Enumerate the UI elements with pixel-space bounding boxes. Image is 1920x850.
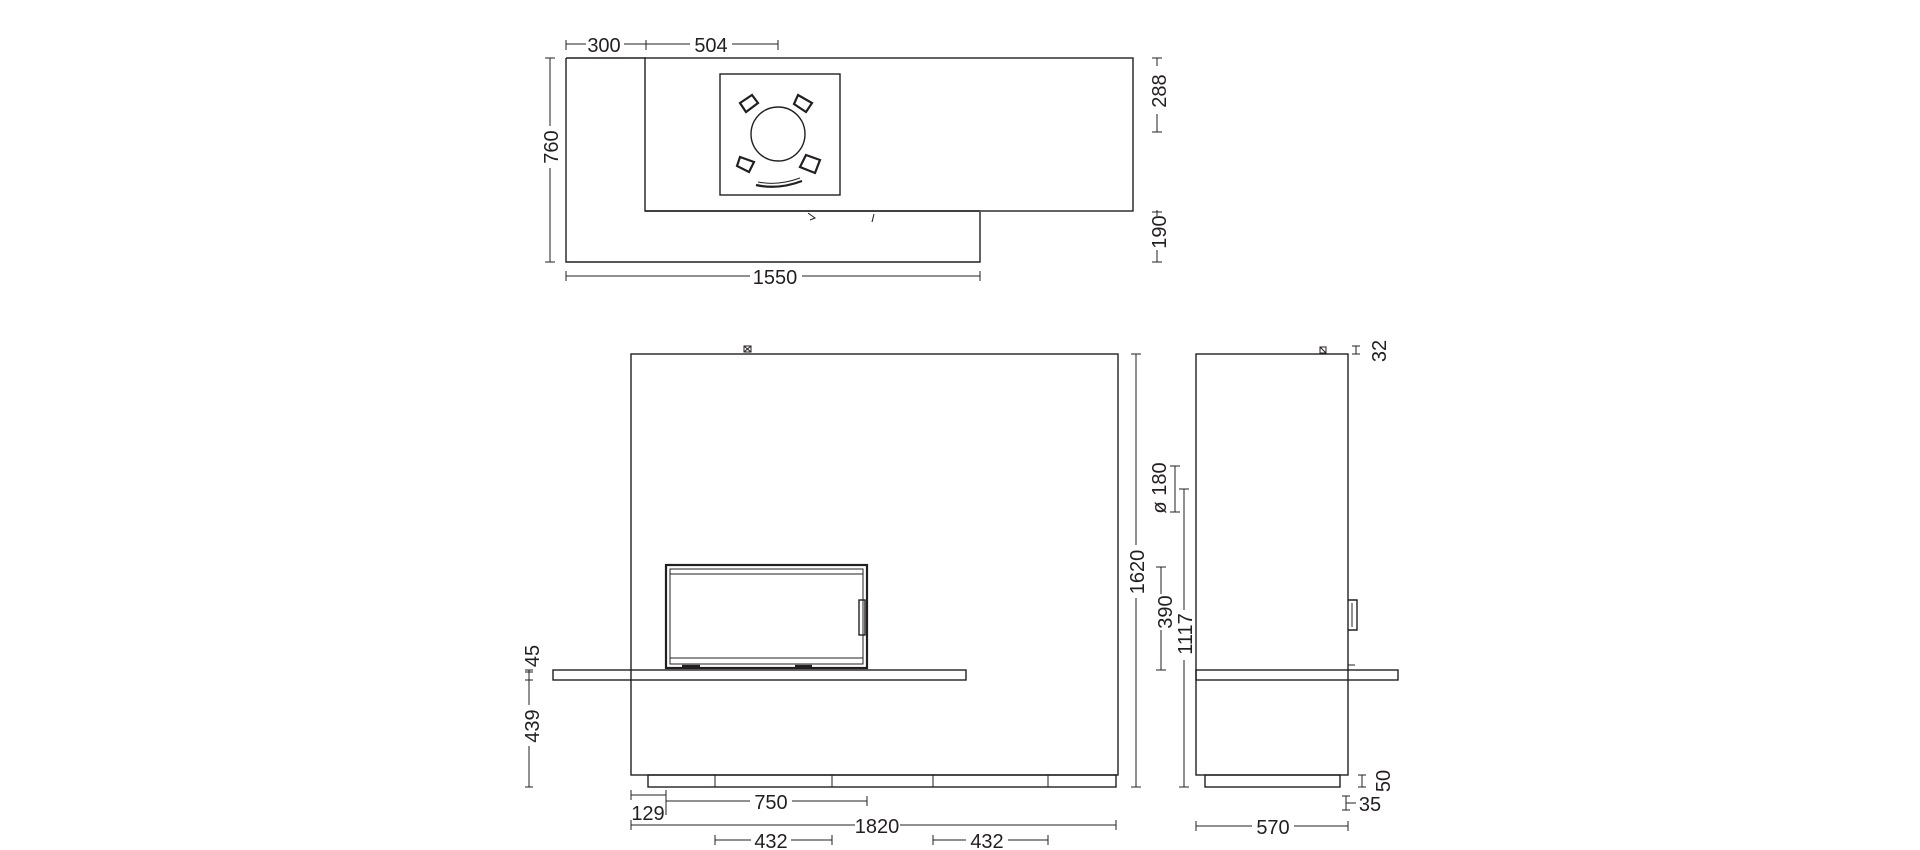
firebox (664, 563, 869, 670)
dim-35: 35 (1342, 794, 1381, 816)
dim-439-label: 439 (522, 709, 544, 742)
dim-190-label: 190 (1149, 215, 1171, 248)
dim-570-label: 570 (1256, 817, 1289, 839)
dim-32: 32 (1352, 340, 1391, 362)
dim-50: 50 (1358, 770, 1395, 792)
dim-35-label: 35 (1359, 794, 1381, 816)
dim-432-right-label: 432 (970, 831, 1003, 850)
dim-390-label: 390 (1155, 595, 1177, 628)
dim-1620: 1620 (1127, 353, 1149, 788)
dim-750-label: 750 (754, 792, 787, 814)
dim-432-left: 432 (714, 831, 833, 850)
vent-marker (743, 345, 752, 353)
dim-180-label: ø 180 (1149, 462, 1171, 513)
dim-45: 45 (522, 645, 544, 681)
burner-icon (735, 93, 822, 188)
dim-300-label: 300 (587, 35, 620, 57)
dim-190: 190 (1149, 210, 1171, 263)
dim-432-left-label: 432 (754, 831, 787, 850)
dim-300: 300 (565, 35, 647, 57)
dim-32-label: 32 (1369, 340, 1391, 362)
dim-390: 390 (1155, 566, 1177, 671)
dim-760: 760 (541, 57, 563, 263)
dim-1117-label: 1117 (1175, 613, 1197, 655)
front-view: 45 439 1620 129 750 (522, 345, 1149, 850)
dim-50-label: 50 (1373, 770, 1395, 792)
dim-45-label: 45 (522, 645, 544, 667)
door-handle-icon (858, 599, 866, 636)
side-vent-marker (1319, 346, 1327, 354)
dim-129-label: 129 (631, 803, 664, 825)
plan-hob (719, 73, 841, 196)
side-plinth (1204, 774, 1341, 788)
dim-504-label: 504 (694, 35, 727, 57)
dim-504: 504 (646, 35, 779, 57)
dim-288: 288 (1149, 57, 1171, 133)
front-plinth (647, 774, 1117, 788)
front-bench (552, 669, 967, 681)
dim-432-right: 432 (932, 831, 1049, 850)
plan-base-outline (565, 57, 981, 263)
dim-1820: 1820 (630, 816, 1117, 838)
dim-1117: 1117 (1175, 488, 1197, 788)
plan-hood-outline (644, 57, 1134, 212)
dim-750: 750 (666, 792, 868, 814)
side-view: 32 ø 180 390 1117 (1149, 340, 1399, 839)
dim-570: 570 (1195, 817, 1349, 839)
plan-view: 300 504 760 1550 (541, 35, 1171, 289)
dim-439: 439 (522, 671, 544, 788)
dim-129: 129 (630, 790, 667, 825)
dim-1550: 1550 (565, 267, 981, 289)
side-handle-icon (1348, 599, 1358, 631)
dim-1550-label: 1550 (753, 267, 798, 289)
dim-1620-label: 1620 (1127, 550, 1149, 595)
side-bench (1195, 669, 1399, 681)
dim-288-label: 288 (1149, 74, 1171, 107)
dim-1820-label: 1820 (855, 816, 900, 838)
dim-760-label: 760 (541, 130, 563, 163)
plan-center-ring (750, 106, 806, 162)
side-wall (1195, 353, 1349, 776)
dim-180: ø 180 (1149, 462, 1180, 514)
